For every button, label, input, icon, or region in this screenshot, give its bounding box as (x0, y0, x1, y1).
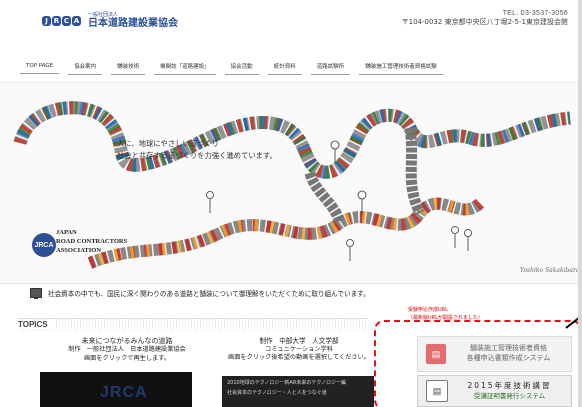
topic-instruction: 画面をクリックで再生します。 (83, 354, 170, 362)
topic-title: 未来につながるみんなの道路 (81, 337, 173, 345)
slogan-line: 人に、地球にやさしい道づくり (117, 139, 219, 148)
contact-info: TEL. 03-3537-3056 〒104-0032 東京都中央区八丁堀2-5… (402, 10, 568, 27)
org-name-block: 一般社団法人 日本道路建設業協会 (88, 13, 178, 29)
nav-item-journal[interactable]: 機関誌「道路建設」 (154, 62, 216, 75)
address: 〒104-0032 東京都中央区八丁堀2-5-1東京建設会館 (401, 18, 568, 27)
main-nav: TOP PAGE 協会案内 舗装技術 機関誌「道路建設」 協会活動 統計資料 道… (0, 58, 582, 82)
topic-title: 制作 中部大学 人文学部 (259, 337, 339, 345)
nav-item-pavement-tech[interactable]: 舗装技術 (111, 62, 146, 75)
intro-message: 社会資本の中でも、国民に深く関わりのある道路と舗装について御理解をいただくために… (30, 288, 370, 299)
nav-item-activities[interactable]: 協会活動 (224, 62, 259, 75)
logo-letter: J (42, 16, 51, 26)
monitor-icon (30, 288, 42, 299)
hero-illustration: 人に、地球にやさしい道づくり 社会と共存する道づくりを力強く進めています。 JR… (0, 82, 582, 284)
slogan-line: 社会と共存する道づくりを力強く進めています。 (117, 150, 277, 160)
topics-header-bar: TOPICS (18, 318, 368, 331)
document-icon: ▤ (426, 344, 446, 364)
telephone: TEL. 03-3537-3056 (502, 10, 568, 17)
english-name-line: ROAD CONTRACTORS (56, 237, 128, 245)
button-label-line: 2015年度技術講習 (467, 381, 552, 391)
button-label-line: 舗装施工管理技術者資格 (470, 344, 547, 353)
button-label-line: 各種申込書類作成システム (466, 354, 551, 362)
window-scrollbar-edge (578, 0, 582, 407)
button-label-line: 受講証明書発行システム (473, 391, 546, 400)
thumbnail-watermark: JRCA (100, 384, 148, 401)
site-logo[interactable]: J R C A 一般社団法人 日本道路建設業協会 (42, 13, 178, 29)
org-type: 一般社団法人 (88, 12, 119, 18)
logo-letter: A (72, 16, 81, 26)
nav-item-test-lab[interactable]: 道路試験所 (310, 62, 351, 75)
association-english-name: JAPAN ROAD CONTRACTORS ASSOCIATION (56, 229, 127, 255)
topic-producer: 制作 一般社団法人 日本道路建設業協会 (68, 346, 186, 354)
hero-slogan: 人に、地球にやさしい道づくり 社会と共存する道づくりを力強く進めています。 (117, 138, 277, 161)
video-thumbnail-2[interactable]: 2010地球のテクノロジー新AR未来のテクノロジー編 社会資本のテクノロジー・人… (222, 376, 374, 407)
nav-item-statistics[interactable]: 統計資料 (267, 62, 302, 75)
site-header: J R C A 一般社団法人 日本道路建設業協会 TEL. 03-3537-30… (0, 0, 582, 44)
nav-item-qualification-exam[interactable]: 舗装施工管理技術者資格試験 (359, 62, 443, 75)
logo-letter: C (62, 16, 71, 26)
english-name-line: JAPAN (56, 229, 77, 236)
topic-department: コミュニケーション学科 (265, 345, 333, 353)
button-label: 2015年度技術講習 受講証明書発行システム (448, 381, 571, 401)
certificate-icon: ▤ (426, 380, 448, 402)
topic-instruction: 画面をクリック後希望の動画を選択してください。 (228, 354, 370, 362)
artist-signature: Yoshiko Sakakibara (520, 267, 580, 274)
org-name: 日本道路建設業協会 (88, 18, 178, 29)
topics-heading: TOPICS (18, 320, 54, 329)
english-name-line: ASSOCIATION (56, 246, 102, 254)
notice-line: 受験申込作成URL (408, 307, 448, 313)
intro-text: 社会資本の中でも、国民に深く関わりのある道路と舗装について御理解をいただくために… (48, 290, 370, 298)
notice-line: （最新版URLが開設されました） (408, 314, 483, 321)
certificate-issuance-system-button[interactable]: ▤ 2015年度技術講習 受講証明書発行システム (417, 375, 572, 407)
application-notice: 受験申込作成URL （最新版URLが開設されました） (408, 307, 483, 322)
topic-video-1-caption: 未来につながるみんなの道路 制作 一般社団法人 日本道路建設業協会 画面をクリッ… (52, 337, 202, 363)
video-list-item[interactable]: 2010地球のテクノロジー新AR未来のテクノロジー編 (227, 380, 347, 386)
logo-letter: R (52, 16, 61, 26)
video-thumbnail-1[interactable]: JRCA (40, 372, 192, 407)
jrca-badge-logo: JRCA (32, 233, 56, 257)
tiled-road-illustration (13, 101, 571, 269)
video-list-item[interactable]: 社会資本のテクノロジー・人と人をつなぐ道 (227, 390, 327, 396)
application-document-system-button[interactable]: ▤ 舗装施工管理技術者資格 各種申込書類作成システム (417, 336, 572, 372)
button-label: 舗装施工管理技術者資格 各種申込書類作成システム (446, 344, 571, 364)
topic-video-2-caption: 制作 中部大学 人文学部 コミュニケーション学科 画面をクリック後希望の動画を選… (224, 337, 374, 363)
nav-item-top[interactable]: TOP PAGE (20, 63, 60, 74)
jrca-logo-mark: J R C A (42, 16, 82, 26)
nav-item-about[interactable]: 協会案内 (68, 62, 103, 75)
